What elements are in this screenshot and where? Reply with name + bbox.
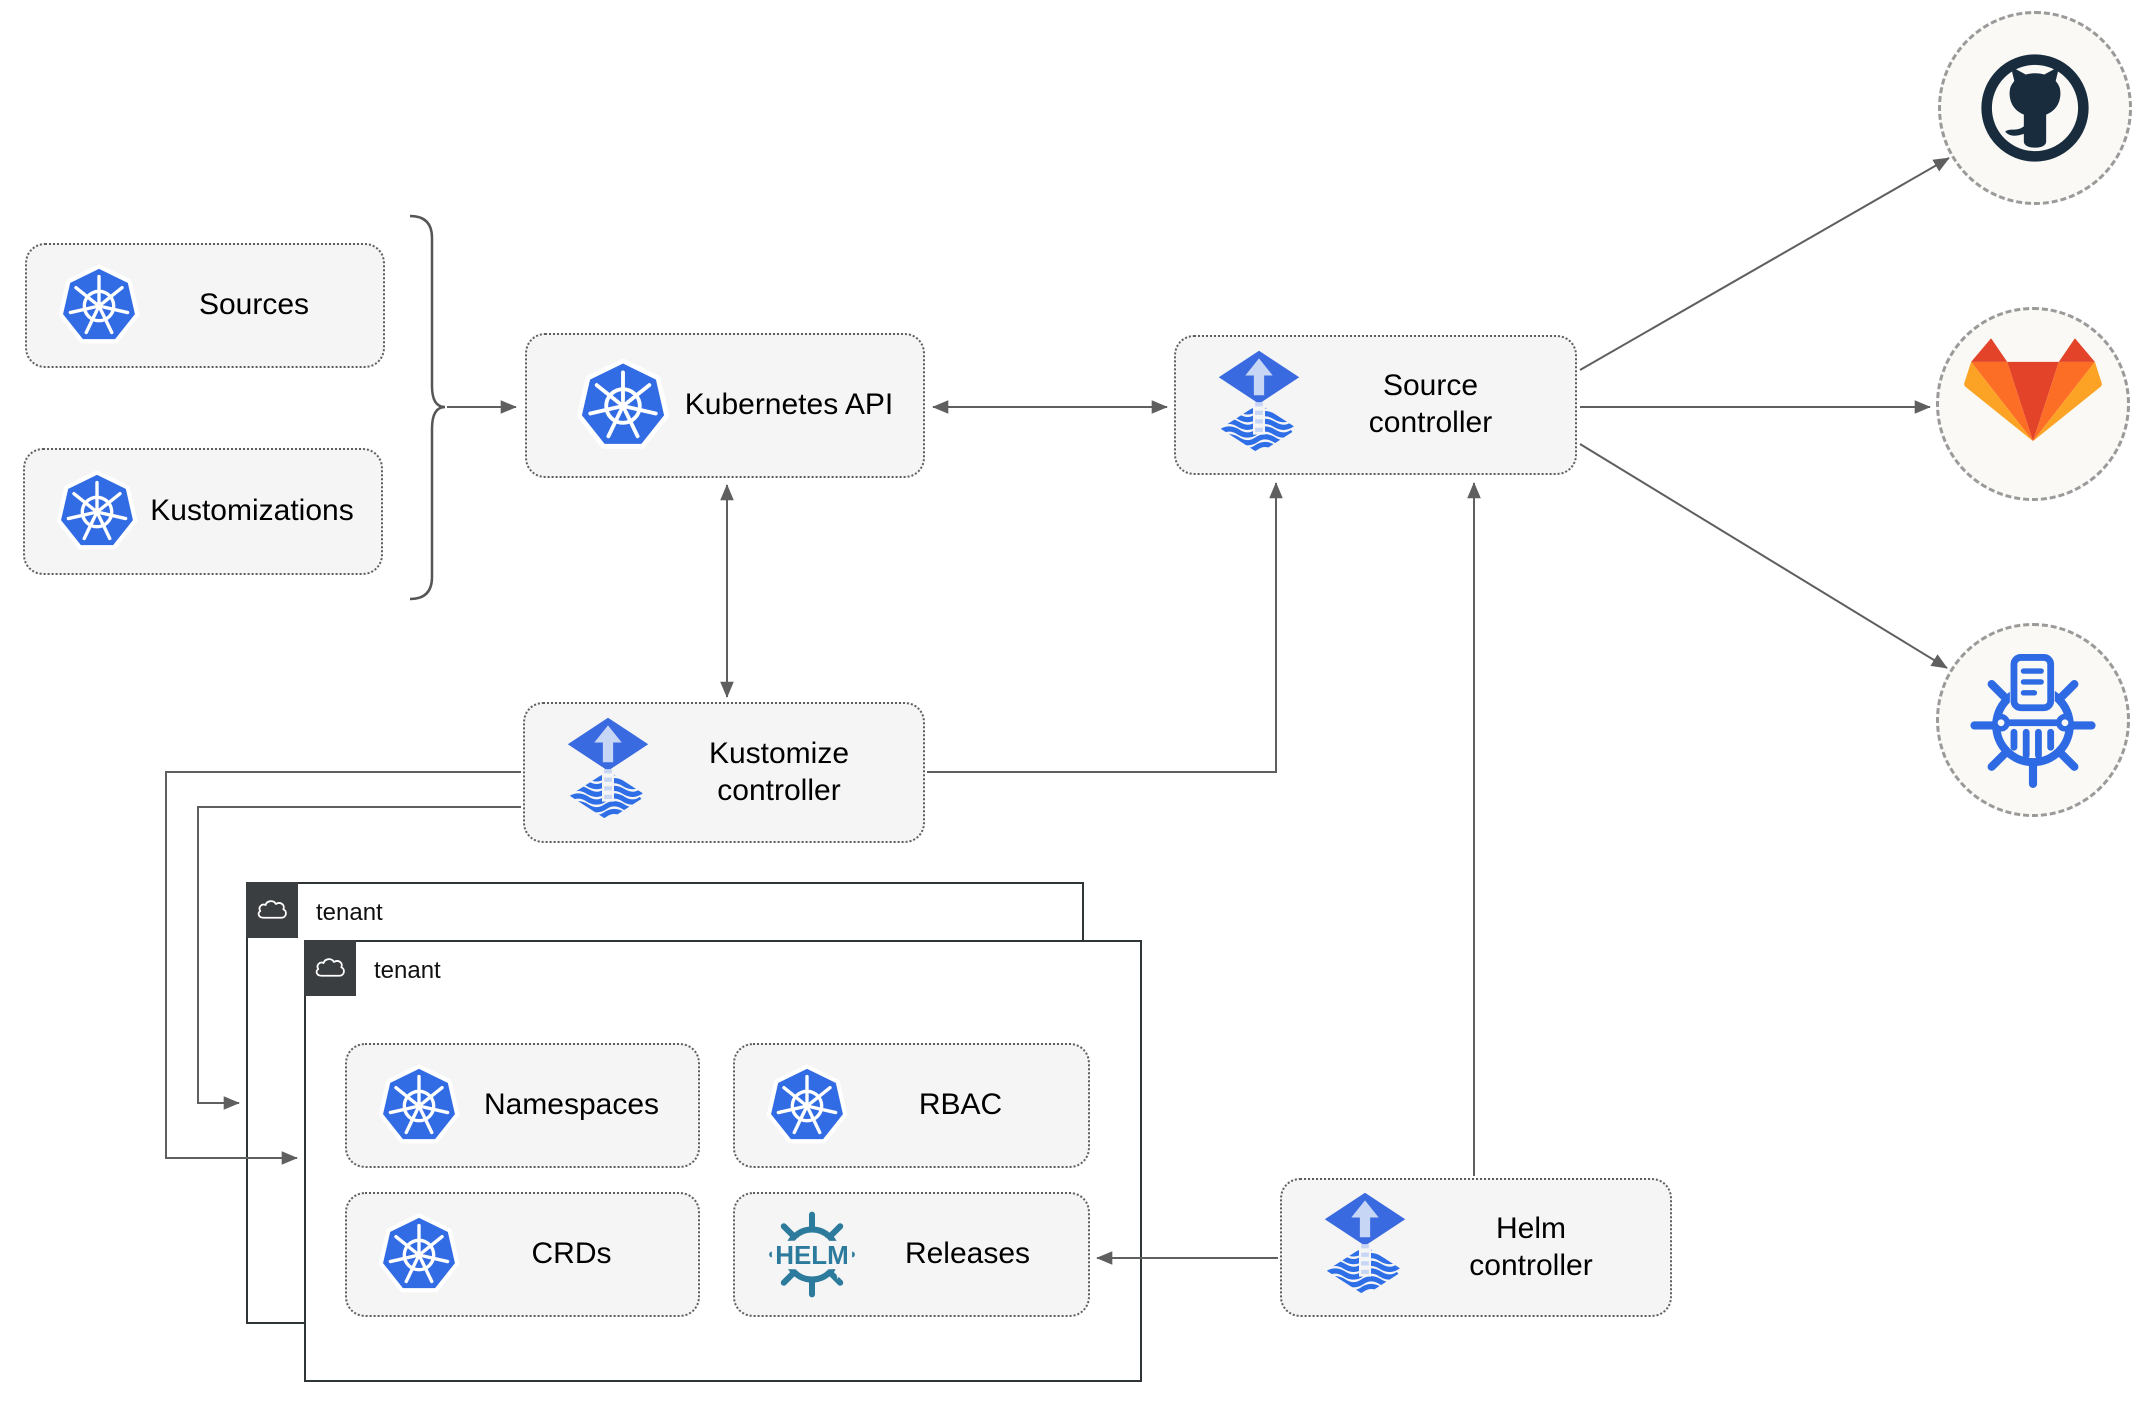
node-rbac: RBAC — [733, 1043, 1090, 1168]
kubernetes-icon — [575, 358, 671, 454]
flux-icon — [1322, 1191, 1408, 1304]
node-releases: Releases — [733, 1192, 1090, 1317]
kubernetes-icon — [57, 264, 141, 348]
node-crds-label: CRDs — [531, 1237, 612, 1271]
kubernetes-icon — [377, 1213, 461, 1297]
cloud-icon — [304, 940, 356, 996]
gitlab-fox-icon — [1964, 338, 2102, 442]
node-namespaces: Namespaces — [345, 1043, 700, 1168]
node-namespaces-label: Namespaces — [483, 1088, 660, 1122]
node-helm-controller: Helm controller — [1280, 1178, 1672, 1317]
node-crds: CRDs — [345, 1192, 700, 1317]
edge-kustomize-to-source — [927, 482, 1283, 773]
node-kustomizations-label: Kustomizations — [150, 494, 354, 528]
label-line: Kustomize — [708, 736, 850, 770]
node-sources: Sources — [25, 243, 385, 368]
kubernetes-icon — [55, 470, 139, 554]
tenant-back-label: tenant — [316, 899, 383, 926]
registry-circle — [1936, 623, 2130, 817]
github-circle — [1938, 11, 2132, 205]
node-kubernetes-api: Kubernetes API — [525, 333, 925, 478]
label-line: Source — [1382, 369, 1479, 403]
registry-shredder-wheel-icon — [1970, 653, 2096, 788]
tenant-front-label: tenant — [374, 957, 441, 984]
node-sources-label: Sources — [198, 288, 310, 322]
node-helm-controller-label: Helm controller — [1408, 1211, 1670, 1284]
kubernetes-icon — [377, 1064, 461, 1148]
label-line: controller — [717, 773, 841, 807]
gitlab-circle — [1936, 307, 2130, 501]
kubernetes-icon — [765, 1064, 849, 1148]
edge-source-to-github — [1579, 157, 1950, 371]
node-releases-label: Releases — [904, 1237, 1031, 1271]
node-source-controller: Source controller — [1174, 335, 1577, 475]
node-kustomize-controller: Kustomize controller — [523, 702, 925, 843]
node-kustomize-controller-label: Kustomize controller — [651, 736, 923, 809]
label-line: controller — [1368, 406, 1493, 439]
edge-source-to-registry — [1579, 443, 1948, 669]
node-rbac-label: RBAC — [918, 1088, 1003, 1122]
flux-icon — [565, 716, 651, 829]
helm-icon — [761, 1208, 863, 1301]
flux-icon — [1216, 349, 1302, 462]
node-source-controller-label: Source controller — [1302, 368, 1575, 441]
node-kubernetes-api-label: Kubernetes API — [684, 388, 894, 422]
label-line: Helm — [1495, 1211, 1566, 1245]
github-octocat-icon — [1981, 54, 2089, 162]
node-kustomizations: Kustomizations — [23, 448, 383, 575]
cloud-icon — [246, 882, 298, 938]
brace-sources-group — [409, 214, 446, 601]
label-line: controller — [1469, 1248, 1593, 1282]
